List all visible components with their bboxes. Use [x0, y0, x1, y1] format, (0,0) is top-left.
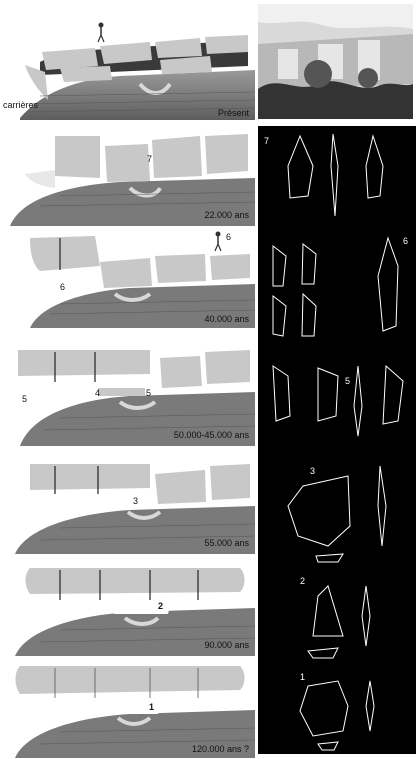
section-50000-45000: 5 4 5 50.000-45.000 ans — [0, 338, 255, 446]
human-figure-icon — [98, 23, 104, 43]
human-figure-icon — [215, 232, 221, 252]
section-40000: 6 6 40.000 ans — [0, 226, 255, 328]
layer-number: 4 — [95, 388, 100, 398]
layer-number: 3 — [133, 496, 138, 506]
panel-date: 40.000 ans — [204, 314, 249, 324]
section-90000: 2 90.000 ans — [0, 560, 255, 656]
artifacts-drawing — [258, 126, 416, 754]
layer-number: 1 — [149, 702, 154, 712]
layer-number: 2 — [158, 601, 163, 611]
panel-date: 22.000 ans — [204, 210, 249, 220]
layer-number: 6 — [60, 282, 65, 292]
layer-number: 6 — [226, 232, 231, 242]
artifact-number: 2 — [300, 576, 305, 586]
layer-number: 5 — [22, 394, 27, 404]
section-40000-drawing — [0, 226, 255, 328]
section-present-drawing — [0, 0, 255, 120]
layer-number: 7 — [147, 154, 152, 164]
artifact-number: 3 — [310, 466, 315, 476]
section-22000: 7 22.000 ans — [0, 126, 255, 226]
artifact-number: 1 — [300, 672, 305, 682]
panel-date: 90.000 ans — [204, 640, 249, 650]
panel-date: 55.000 ans — [204, 538, 249, 548]
panel-date: 120.000 ans ? — [192, 744, 249, 754]
section-55000: 3 55.000 ans — [0, 454, 255, 554]
quarry-photo — [258, 4, 413, 119]
section-present: carrières Présent — [0, 0, 255, 120]
panel-date: 50.000-45.000 ans — [174, 430, 249, 440]
label-carrieres: carrières — [3, 100, 38, 110]
layer-number: 5 — [146, 388, 151, 398]
artifact-number: 7 — [264, 136, 269, 146]
section-120000: 1 120.000 ans ? — [0, 660, 255, 758]
artifact-number: 6 — [403, 236, 408, 246]
artifacts-panel: 7 6 5 3 2 1 — [258, 126, 416, 754]
quarry-photo-drawing — [258, 4, 413, 119]
artifact-number: 5 — [345, 376, 350, 386]
panel-date: Présent — [218, 108, 249, 118]
